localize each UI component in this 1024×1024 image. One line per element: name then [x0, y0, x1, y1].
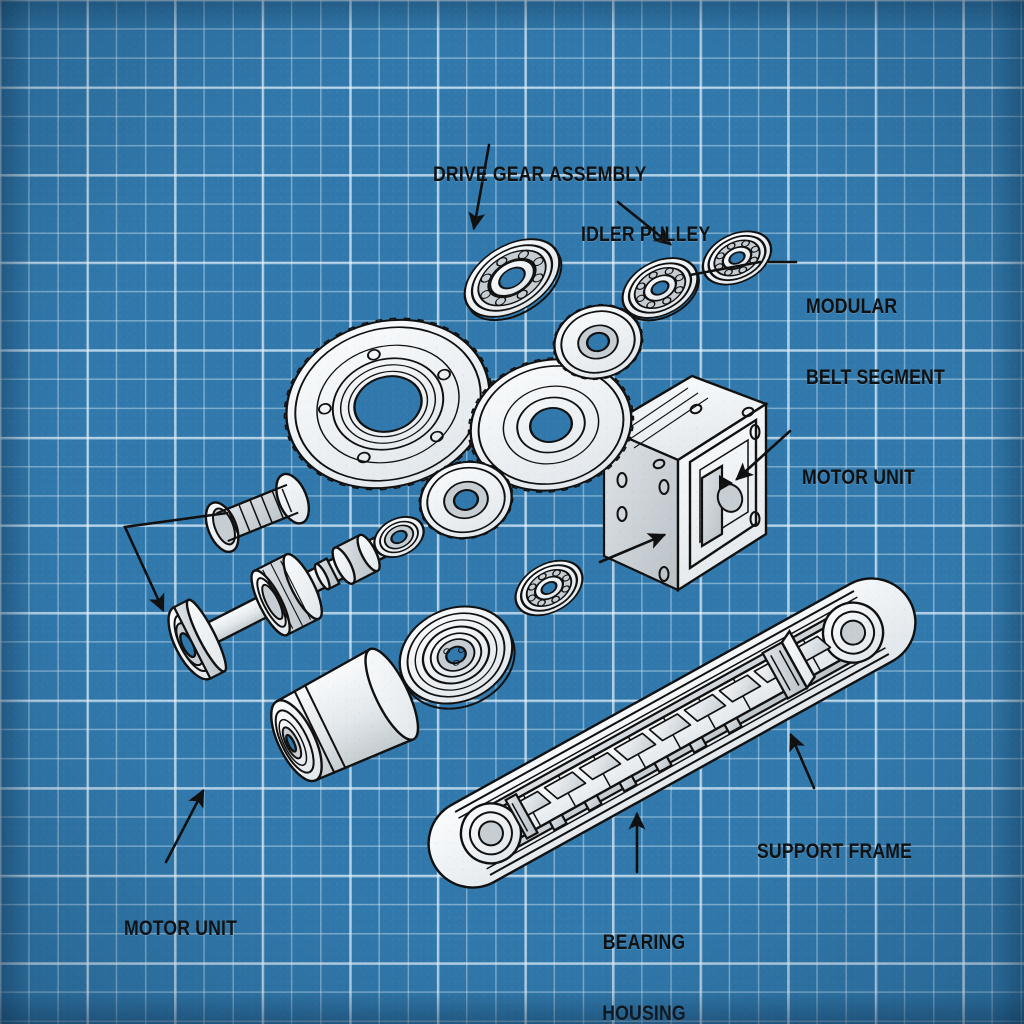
part-shaft-assembly: [167, 526, 407, 681]
part-tapered-roller-bearing: [204, 472, 311, 554]
part-bearing-idler: [621, 257, 700, 322]
callout-text: SUPPORT FRAME: [757, 840, 913, 864]
callout-drive-gear-assembly: DRIVE GEAR ASSEMBLY: [433, 116, 647, 234]
part-small-gear-upper: [552, 303, 644, 381]
callout-text: DRIVE GEAR ASSEMBLY: [433, 163, 647, 187]
callout-text-line2: BELT SEGMENT: [806, 365, 945, 389]
callout-motor-unit-left: MOTOR UNIT: [124, 870, 237, 988]
callout-text: MOTOR UNIT: [124, 917, 238, 941]
part-bearing-top: [463, 238, 563, 322]
part-bearing-mid: [514, 559, 584, 617]
part-conveyor-frame: [427, 577, 917, 889]
part-motor-housing: [601, 374, 769, 593]
part-pulley-wheel: [398, 605, 516, 710]
callout-text-line2: HOUSING: [602, 1001, 686, 1024]
callout-text: MOTOR UNIT: [802, 466, 916, 490]
callout-text-line1: MODULAR: [806, 295, 898, 319]
callout-bearing-housing: BEARING HOUSING: [569, 884, 719, 1024]
callout-text: IDLER PULLEY: [581, 223, 711, 247]
part-bearing-shaft-end: [373, 516, 425, 558]
callout-support-frame: SUPPORT FRAME: [757, 793, 912, 911]
part-small-gear-lower: [418, 460, 514, 540]
callout-modular-belt-segment: MODULAR BELT SEGMENT: [806, 248, 945, 436]
callout-text-line1: BEARING: [602, 931, 686, 955]
callout-leaders: [123, 143, 816, 874]
callout-idler-pulley: IDLER PULLEY: [581, 176, 710, 294]
part-bearing-belt-segment: [701, 230, 773, 286]
part-motor-cylinder: [270, 647, 420, 783]
callout-motor-unit-right: MOTOR UNIT: [802, 419, 915, 537]
